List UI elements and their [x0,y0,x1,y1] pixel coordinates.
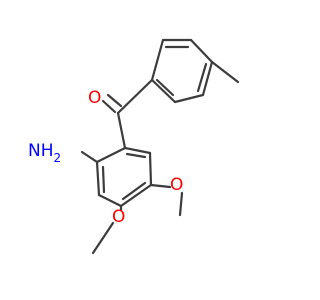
double-bond-inner [121,181,147,201]
bond [148,151,153,187]
tolyl-ring [150,38,214,104]
double-bond-inner [196,62,208,93]
amino-bond [80,150,99,164]
bond [116,111,127,150]
bond [95,146,127,164]
bond [119,183,153,208]
methoxy-oxygen-lower-label: O [112,207,125,227]
molecule-structure: O NH2 O O [28,38,240,255]
methoxy-bond [149,183,172,189]
bond [189,38,214,64]
carbonyl-double-bond [106,93,123,108]
methoxy-methyl-bond [91,221,115,255]
carbonyl-double-bond [101,99,117,114]
amino-label: NH2 [28,141,61,165]
aminodimethoxy-ring [95,111,153,208]
double-bond-inner [155,78,175,97]
carbonyl-oxygen-label: O [88,88,101,108]
bond [123,146,152,155]
bond [150,78,177,104]
methoxy-oxygen-upper-label: O [170,175,183,195]
bond [150,38,165,82]
bond [201,60,214,97]
bond [173,93,205,104]
bond [95,160,101,197]
carbonyl-group [101,78,154,115]
bond [97,193,123,208]
bond [116,78,154,115]
methoxy-methyl-bond [178,191,184,217]
methyl-bond [210,60,240,84]
structure-canvas: O NH2 O O [28,38,240,255]
double-bond-inner [125,152,147,159]
double-bond-inner [101,165,106,194]
